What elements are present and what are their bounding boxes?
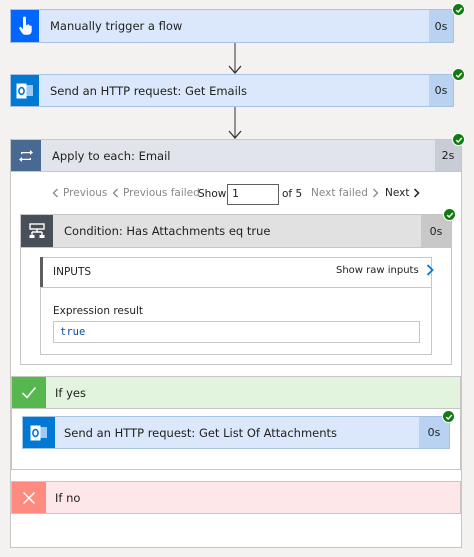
get-emails-title: Send an HTTP request: Get Emails [50,83,247,98]
get-emails-card[interactable]: Send an HTTP request: Get Emails 0s [10,74,454,107]
previous-failed-button[interactable]: Previous failed [112,187,200,199]
iteration-input[interactable]: 1 [227,184,279,205]
outlook-icon-box [23,417,55,448]
previous-failed-label: Previous failed [123,187,200,199]
previous-label: Previous [63,187,108,199]
checkmark-icon [21,386,37,399]
if-no-icon-box [12,482,46,513]
iteration-input-value: 1 [232,187,239,200]
inputs-label: INPUTS [53,266,92,278]
get-attachments-card[interactable]: Send an HTTP request: Get List Of Attach… [22,416,450,449]
get-emails-duration: 0s [429,75,453,106]
condition-icon-box [21,215,53,247]
condition-duration: 0s [421,215,451,247]
expression-result-value: true [60,326,86,338]
success-check-icon [452,133,465,146]
next-label: Next [385,187,410,199]
hand-touch-icon [19,16,32,35]
loop-icon [19,149,33,162]
condition-icon [29,223,45,238]
trigger-card[interactable]: Manually trigger a flow 0s [10,9,454,43]
success-check-icon [443,208,456,221]
next-button[interactable]: Next [385,187,421,199]
trigger-title: Manually trigger a flow [50,19,183,33]
outlook-icon [30,425,47,440]
expression-result-label: Expression result [53,305,144,317]
if-yes-icon-box [12,377,46,408]
inputs-panel-accent [40,257,43,287]
trigger-duration: 0s [429,10,453,42]
success-check-icon [442,410,455,423]
condition-title: Condition: Has Attachments eq true [64,224,271,238]
chevron-right-icon [414,188,421,198]
expression-result-box: true [53,321,420,343]
if-no-label: If no [55,490,81,505]
trigger-icon-box [11,10,39,42]
connector-arrow [228,43,242,74]
condition-header[interactable]: Condition: Has Attachments eq true 0s [20,214,452,248]
previous-button[interactable]: Previous [52,187,107,199]
apply-to-each-title: Apply to each: Email [52,148,171,163]
success-check-icon [452,68,465,81]
show-label: Show [198,188,227,200]
of-total-label: of 5 [282,188,303,200]
outlook-icon-box [11,75,39,106]
loop-icon-box [11,140,41,171]
if-yes-header[interactable]: If yes [11,376,461,409]
if-no-header[interactable]: If no [11,481,461,514]
get-attachments-duration: 0s [419,417,449,448]
chevron-left-icon [52,188,58,198]
connector-arrow [228,107,242,139]
show-raw-inputs-label: Show raw inputs [336,264,419,276]
if-yes-label: If yes [55,385,86,400]
chevron-left-icon [112,188,118,198]
show-raw-inputs-button[interactable]: Show raw inputs [336,264,434,276]
apply-to-each-header[interactable]: Apply to each: Email 2s [10,139,462,172]
next-failed-button[interactable]: Next failed [311,187,379,199]
chevron-right-icon [372,188,379,198]
next-failed-label: Next failed [311,187,368,199]
get-attachments-title: Send an HTTP request: Get List Of Attach… [64,425,338,440]
success-check-icon [452,3,465,16]
outlook-icon [16,83,33,98]
close-icon [22,491,36,504]
chevron-right-icon [426,264,434,276]
inputs-divider [40,287,432,288]
